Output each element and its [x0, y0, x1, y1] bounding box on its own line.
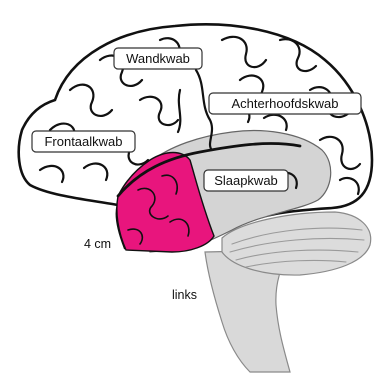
label-wandkwab: Wandkwab	[114, 48, 202, 69]
label-wandkwab-text: Wandkwab	[126, 51, 190, 66]
label-achterhoofdskwab: Achterhoofdskwab	[209, 93, 361, 114]
size-annotation: 4 cm	[84, 237, 111, 251]
label-frontaalkwab: Frontaalkwab	[32, 131, 135, 152]
label-slaapkwab: Slaapkwab	[204, 170, 288, 191]
side-annotation: links	[172, 288, 197, 302]
label-achterhoofdskwab-text: Achterhoofdskwab	[232, 96, 339, 111]
label-frontaalkwab-text: Frontaalkwab	[44, 134, 122, 149]
label-slaapkwab-text: Slaapkwab	[214, 173, 278, 188]
